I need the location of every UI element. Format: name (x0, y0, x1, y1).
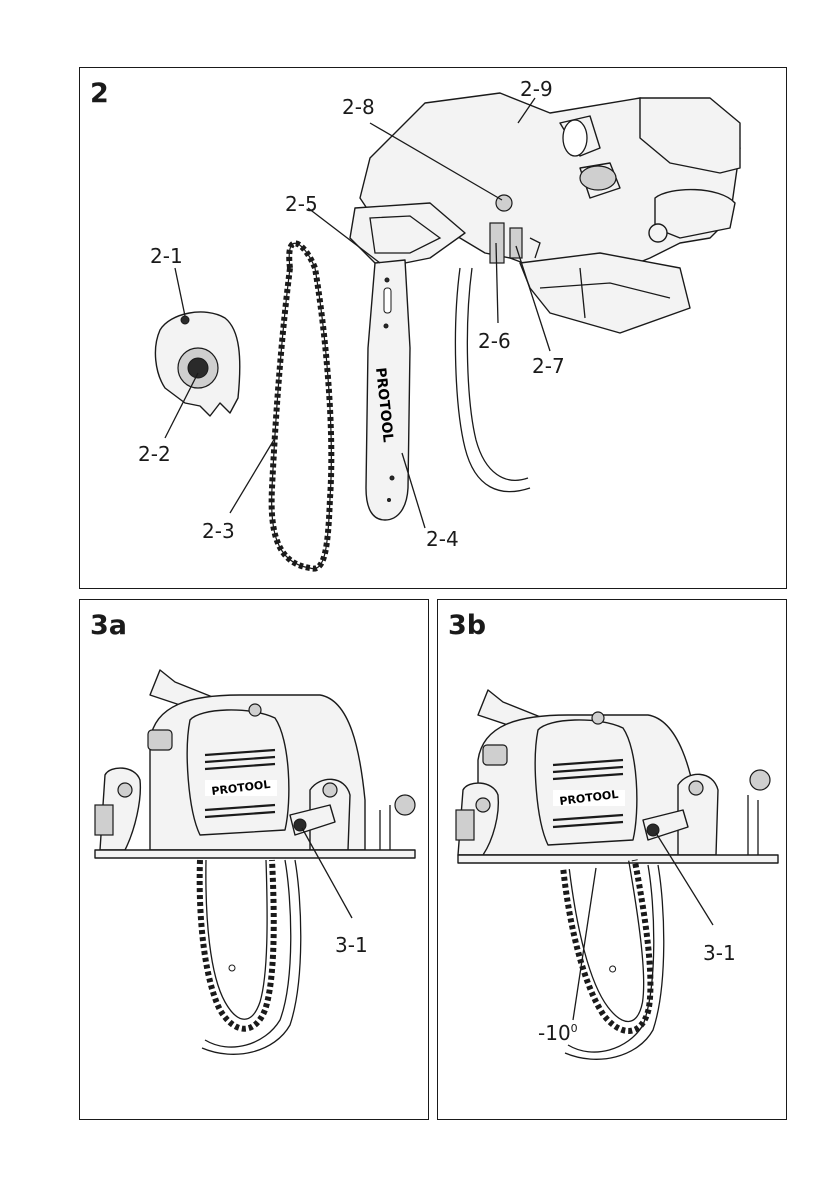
figure-3a-drawing: PROTOOL 3-1 (80, 600, 430, 1121)
figure-2-panel: 2 (79, 67, 787, 589)
sprocket-cover-illustration (155, 312, 239, 416)
callout-2-1: 2-1 (150, 244, 183, 268)
chainsaw-front-view-illustration: PROTOOL (95, 670, 415, 1054)
angle-unit: 0 (571, 1022, 578, 1035)
callout-2-4: 2-4 (426, 527, 459, 551)
callout-2-8: 2-8 (342, 95, 375, 119)
figure-3b-drawing: PROTOOL 3-1 -100 (438, 600, 788, 1121)
callout-2-9: 2-9 (520, 77, 553, 101)
figure-2-drawing: PROTOOL 2-1 2-2 2-3 2-4 2-5 2-6 2-7 2-8 … (80, 68, 788, 590)
callout-3-1: 3-1 (335, 933, 368, 957)
angle-label: -100 (538, 1021, 578, 1045)
callout-2-3: 2-3 (202, 519, 235, 543)
figure-3b-panel: 3b PROTOOL (437, 599, 787, 1120)
chainsaw-tilted-view-illustration: PROTOOL (456, 690, 778, 1059)
guide-bar-illustration: PROTOOL (366, 260, 410, 520)
callout-2-6: 2-6 (478, 329, 511, 353)
angle-value: -10 (538, 1021, 571, 1045)
saw-chain-illustration (272, 243, 332, 568)
callout-2-2: 2-2 (138, 442, 171, 466)
component-2-7 (510, 228, 522, 258)
callout-2-7: 2-7 (532, 354, 565, 378)
callout-2-5: 2-5 (285, 192, 318, 216)
callout-3-1: 3-1 (703, 941, 736, 965)
figure-3a-panel: 3a PROTOOL (79, 599, 429, 1120)
